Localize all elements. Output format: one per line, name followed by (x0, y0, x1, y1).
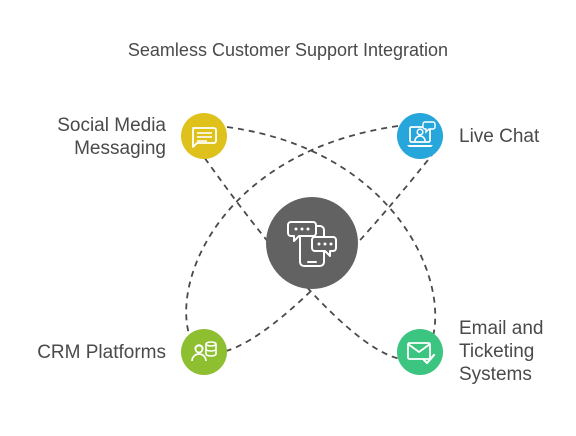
label-line: Ticketing (459, 341, 535, 362)
node-circle (181, 329, 227, 375)
label-line: Systems (459, 364, 532, 385)
diagram-title: Seamless Customer Support Integration (127, 40, 449, 60)
label-social-media-messaging: Social Media Messaging (6, 114, 166, 160)
node-live-chat (397, 113, 443, 159)
laptop-agent-icon (407, 121, 436, 147)
label-line: Social Media (57, 115, 166, 136)
node-crm-platforms (181, 329, 227, 375)
label-live-chat: Live Chat (459, 125, 569, 148)
label-crm-platforms: CRM Platforms (6, 341, 166, 364)
label-line: Live Chat (459, 126, 540, 147)
message-lines-icon (192, 127, 217, 148)
node-circle (181, 113, 227, 159)
label-line: CRM Platforms (37, 342, 166, 363)
center-hub (266, 197, 358, 289)
envelope-check-icon (407, 342, 436, 365)
label-line: Messaging (74, 138, 166, 159)
agent-database-icon (191, 341, 217, 362)
node-social-media-messaging (181, 113, 227, 159)
label-email-ticketing-systems: Email and Ticketing Systems (459, 317, 569, 386)
chat-bubbles-phone-icon (287, 221, 337, 267)
connector-livechat-to-crm (185, 125, 433, 355)
node-email-ticketing-systems (397, 329, 443, 375)
label-line: Email and (459, 318, 544, 339)
connector-social-to-email (191, 126, 437, 361)
